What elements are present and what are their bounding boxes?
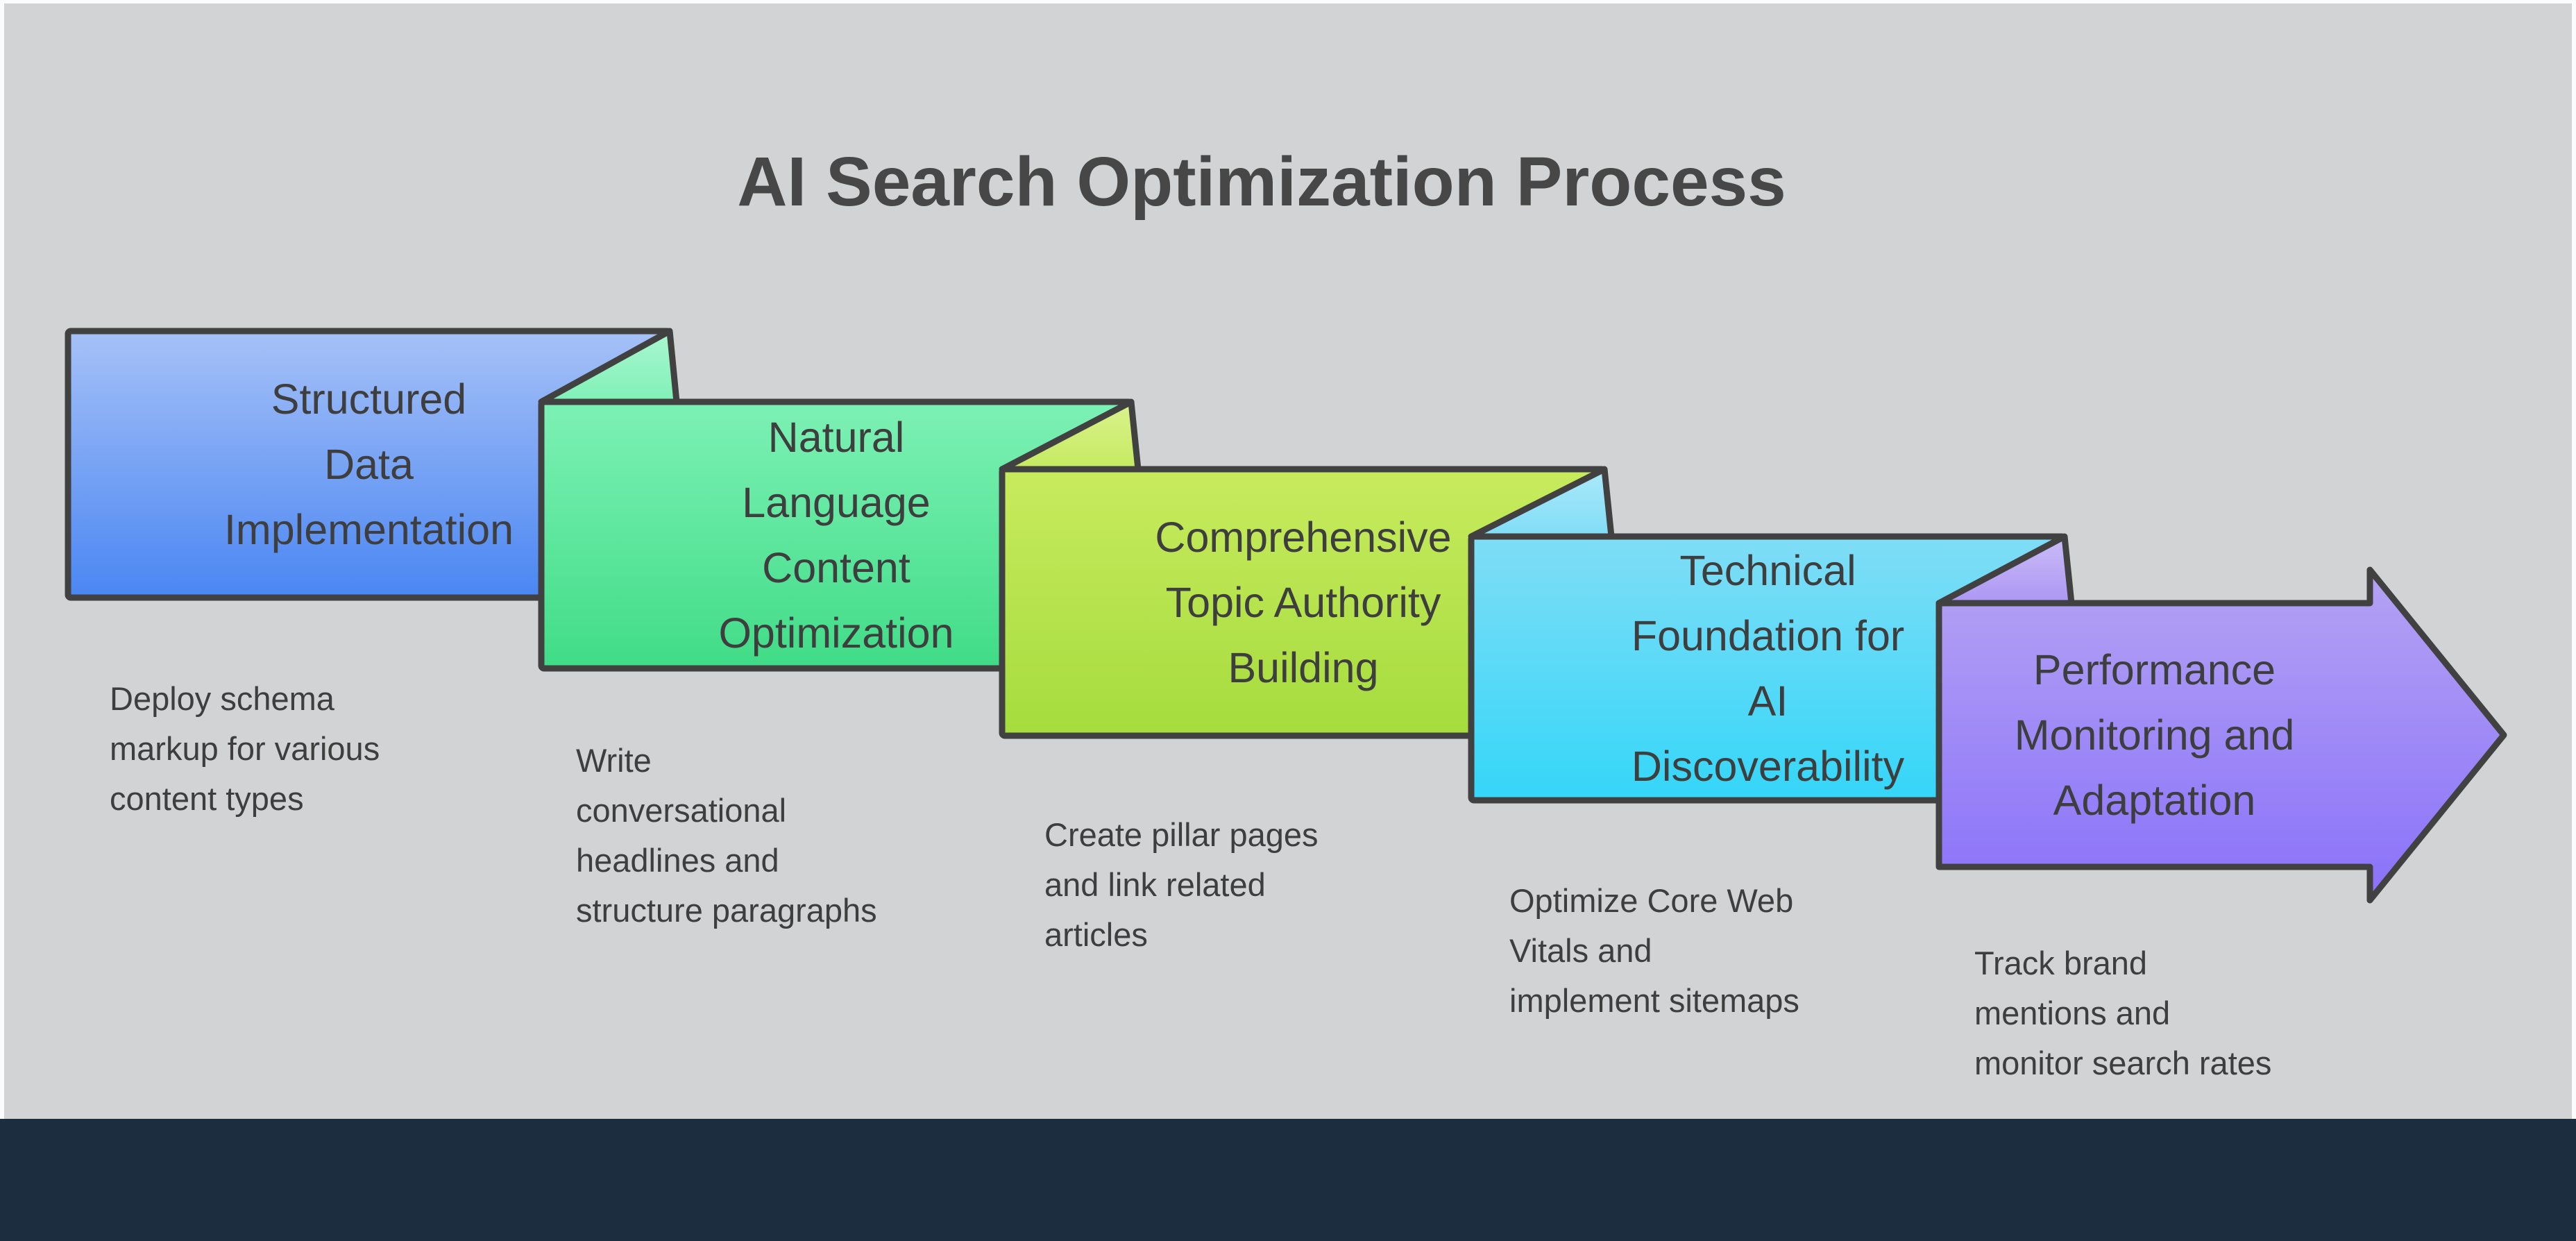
step-title-topic-authority: Comprehensive Topic Authority Building [1155, 514, 1452, 691]
step-description-natural-language: Write conversational headlines and struc… [576, 742, 877, 929]
step-description-topic-authority: Create pillar pages and link related art… [1044, 816, 1319, 953]
step-description-technical-foundation: Optimize Core Web Vitals and implement s… [1509, 882, 1799, 1019]
diagram-title: AI Search Optimization Process [737, 143, 1786, 221]
step-title-natural-language: Natural Language Content Optimization [718, 414, 954, 657]
step-title-technical-foundation: Technical Foundation for AI Discoverabil… [1631, 547, 1905, 790]
step-arrow-performance-monitoring [1935, 566, 2507, 904]
step-title-structured-data: Structured Data Implementation [223, 375, 514, 553]
step-description-structured-data: Deploy schema markup for various content… [110, 680, 380, 817]
footer-bar [0, 1119, 2576, 1241]
step-title-performance-monitoring: Performance Monitoring and Adaptation [2014, 646, 2295, 824]
step-description-performance-monitoring: Track brand mentions and monitor search … [1974, 945, 2272, 1081]
